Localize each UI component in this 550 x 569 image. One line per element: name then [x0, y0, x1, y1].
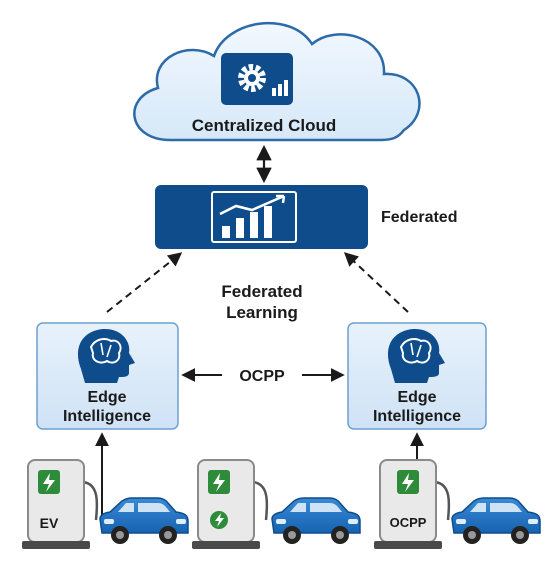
- right-edge-upload-arrow: [343, 252, 409, 313]
- charger-cable: [434, 480, 451, 521]
- edge-left-line1: Edge: [87, 389, 126, 406]
- ocpp-link-label: OCPP: [239, 368, 285, 385]
- bar-chart-growth-icon: [211, 191, 297, 243]
- federated-aggregator: [155, 185, 368, 249]
- electric-car-3: [451, 497, 541, 544]
- charger-base: [22, 541, 90, 549]
- brain-head-icon: [77, 328, 135, 383]
- aggregator-label: Federated: [381, 209, 457, 226]
- gear-icon: [238, 64, 266, 92]
- federated-learning-label-line2: Learning: [226, 303, 298, 322]
- lightning-icon: [215, 513, 224, 527]
- charging-station-1: EV: [22, 459, 99, 549]
- charger-cable: [252, 480, 269, 521]
- mini-bar-icon: [278, 84, 282, 96]
- brain-head-icon: [387, 328, 445, 383]
- federated-learning-label-line1: Federated: [221, 282, 302, 301]
- mini-bar-icon: [284, 80, 288, 96]
- charger-cable: [82, 480, 99, 521]
- left-edge-upload-arrow: [106, 252, 183, 313]
- edge-right-line1: Edge: [397, 389, 436, 406]
- lightning-icon: [43, 473, 55, 492]
- edge-left-line2: Intelligence: [63, 408, 151, 425]
- charger-label: EV: [40, 515, 59, 531]
- lightning-icon: [213, 473, 225, 492]
- electric-car-2: [271, 497, 361, 544]
- charging-station-2: [192, 459, 269, 549]
- electric-car-1: [99, 497, 189, 544]
- charger-label: OCPP: [390, 515, 427, 530]
- charging-station-3: OCPP: [374, 459, 451, 549]
- centralized-cloud: Centralized Cloud: [133, 21, 421, 142]
- edge-right-line2: Intelligence: [373, 408, 461, 425]
- charger-base: [374, 541, 442, 549]
- edge-intelligence-left: Edge Intelligence: [36, 322, 179, 430]
- charger-base: [192, 541, 260, 549]
- aggregator-box: [155, 185, 368, 249]
- cloud-label: Centralized Cloud: [192, 116, 337, 135]
- edge-intelligence-right: Edge Intelligence: [347, 322, 487, 430]
- lightning-icon: [402, 473, 414, 492]
- mini-bar-icon: [272, 88, 276, 96]
